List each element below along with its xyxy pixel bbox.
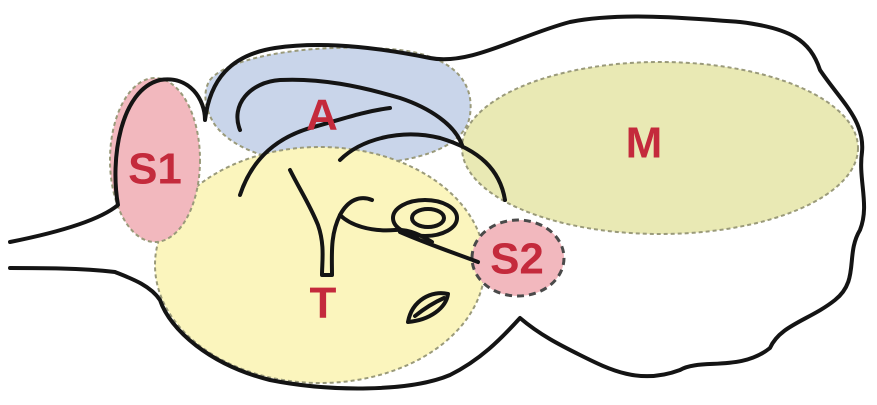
label-t: T [310, 279, 337, 328]
label-s2: S2 [490, 235, 544, 284]
label-m: M [626, 119, 663, 168]
region-t [155, 147, 485, 383]
label-a: A [306, 91, 338, 140]
label-s1: S1 [128, 145, 182, 194]
